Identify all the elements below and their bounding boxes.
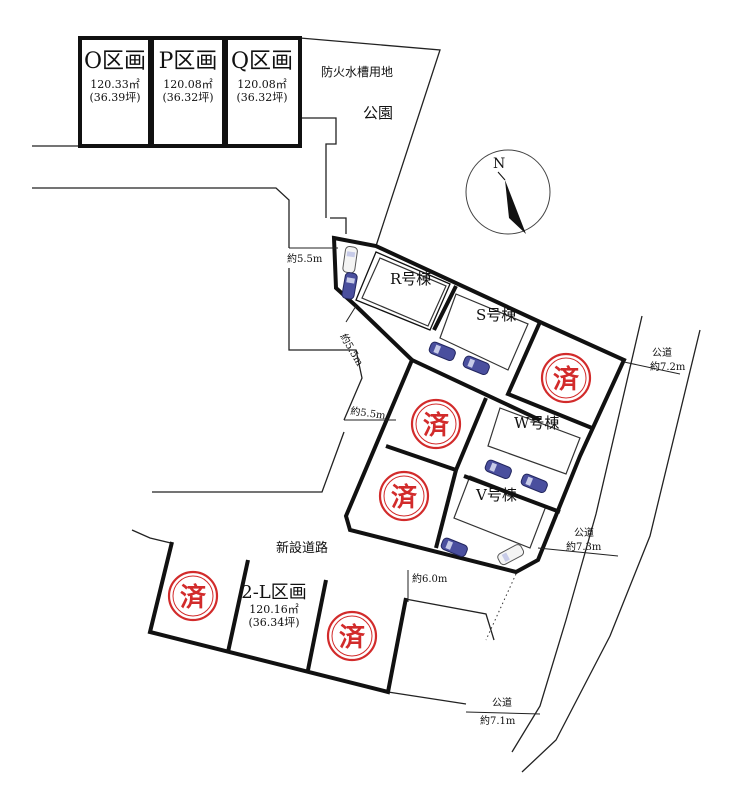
sold-stamp-inner xyxy=(545,357,587,399)
sold-stamp-text: 済 xyxy=(180,582,207,613)
sold-stamp-ring xyxy=(540,352,592,404)
sold-stamp-ring xyxy=(326,610,378,662)
public-road-label: 公道 xyxy=(652,346,672,359)
compass-north: N xyxy=(493,156,505,172)
compass-needle-tail xyxy=(497,171,506,181)
lot-2l[interactable]: 2-L区画 120.16㎡ (36.34坪) xyxy=(241,582,307,629)
lot-2l-area: 120.16㎡ xyxy=(249,603,299,616)
sold-stamp-ring xyxy=(378,470,430,522)
lot-p[interactable]: P区画 120.08㎡ (36.32坪) xyxy=(150,36,226,148)
lot-q-name: Q区画 xyxy=(231,49,293,74)
road-lines xyxy=(32,37,701,773)
lot-o-name: O区画 xyxy=(84,49,146,74)
lot-o-tsubo: (36.39坪) xyxy=(89,91,140,104)
east-road-inner xyxy=(511,315,643,753)
lot-2l-tsubo: (36.34坪) xyxy=(248,616,299,629)
west-road-lower xyxy=(288,268,363,421)
car-icon xyxy=(428,341,456,362)
car-icon xyxy=(484,459,512,480)
public-road-label: 公道 xyxy=(492,696,512,709)
compass: N xyxy=(465,149,551,235)
dimension-2: 約5.5m xyxy=(337,305,367,369)
public-road-3: 公道 約7.1m xyxy=(465,696,541,727)
parked-cars xyxy=(341,246,548,566)
road-width-label: 約5.5m xyxy=(350,404,387,422)
car-icon xyxy=(497,544,525,566)
fire-tank-label: 防火水槽用地 xyxy=(321,64,393,79)
car-icon xyxy=(462,355,490,376)
sold-stamp-text: 済 xyxy=(391,482,418,513)
park-lower-line xyxy=(300,117,337,218)
sold-stamp-inner xyxy=(172,575,214,617)
lot-o[interactable]: O区画 120.33㎡ (36.39坪) xyxy=(78,36,152,148)
dotted-line xyxy=(485,573,517,641)
house-w-lot[interactable]: W号棟 xyxy=(487,407,581,475)
south-divider-2 xyxy=(306,579,328,671)
lot-p-area: 120.08㎡ xyxy=(163,78,213,91)
lot-p-boundary xyxy=(150,36,226,148)
house-w-label: W号棟 xyxy=(514,414,559,432)
public-road-width: 約7.1m xyxy=(480,714,516,727)
lot-p-name: P区画 xyxy=(159,49,218,74)
sold-stamp-inner xyxy=(331,615,373,657)
small-notch xyxy=(330,217,347,234)
sold-stamp-text: 済 xyxy=(339,622,366,653)
house-r-footprint xyxy=(361,257,447,327)
south-divider-1 xyxy=(226,559,250,653)
dimension-4: 約6.0m xyxy=(407,570,448,602)
car-icon xyxy=(440,537,468,558)
sold-stamp-inner xyxy=(383,475,425,517)
public-road-width: 約7.3m xyxy=(566,540,602,553)
west-road-upper xyxy=(32,187,290,248)
public-road-label: 公道 xyxy=(574,526,594,539)
lot-p-tsubo: (36.32坪) xyxy=(162,91,213,104)
road-width-label: 約6.0m xyxy=(412,572,448,585)
sold-stamp-ring xyxy=(167,570,219,622)
house-r-lot[interactable]: R号棟 xyxy=(355,251,451,331)
dimension-1: 約5.5m xyxy=(287,247,338,265)
public-road-2: 公道 約7.3m xyxy=(537,526,619,557)
park-label: 公園 xyxy=(363,104,393,122)
lot-q-tsubo: (36.32坪) xyxy=(236,91,287,104)
road-width-label: 約5.5m xyxy=(287,252,323,265)
sold-stamp-inner xyxy=(415,403,457,445)
park-boundary xyxy=(299,37,441,247)
lot-q-area: 120.08㎡ xyxy=(237,78,287,91)
lot-2l-name: 2-L区画 xyxy=(241,582,307,603)
public-road-width: 約7.2m xyxy=(650,360,686,373)
car-icon xyxy=(341,272,358,300)
new-road-label: 新設道路 xyxy=(276,540,328,556)
sold-lot-1[interactable]: 済 xyxy=(540,352,592,404)
west-road-bend xyxy=(152,431,345,493)
sold-lot-2[interactable]: 済 xyxy=(410,398,462,450)
house-s-footprint xyxy=(439,293,529,371)
sold-stamp-text: 済 xyxy=(423,410,450,441)
public-road-1: 公道 約7.2m xyxy=(623,346,686,375)
lot-q[interactable]: Q区画 120.08㎡ (36.32坪) xyxy=(224,36,302,148)
sold-lot-3[interactable]: 済 xyxy=(378,470,430,522)
house-w-footprint xyxy=(487,407,581,475)
east-road-outer xyxy=(521,329,701,773)
lot-o-area: 120.33㎡ xyxy=(90,78,140,91)
compass-needle xyxy=(505,180,526,234)
house-s-label: S号棟 xyxy=(476,306,516,324)
south-lots-boundary xyxy=(387,691,467,705)
house-r-label: R号棟 xyxy=(390,270,431,288)
car-icon xyxy=(520,473,548,494)
sold-stamp-text: 済 xyxy=(553,364,580,395)
lot-q-boundary xyxy=(224,36,302,148)
house-s-lot[interactable]: S号棟 xyxy=(439,293,529,371)
sold-lot-4[interactable]: 済 xyxy=(167,570,219,622)
sold-stamp-ring xyxy=(410,398,462,450)
sold-lot-5[interactable]: 済 xyxy=(326,610,378,662)
